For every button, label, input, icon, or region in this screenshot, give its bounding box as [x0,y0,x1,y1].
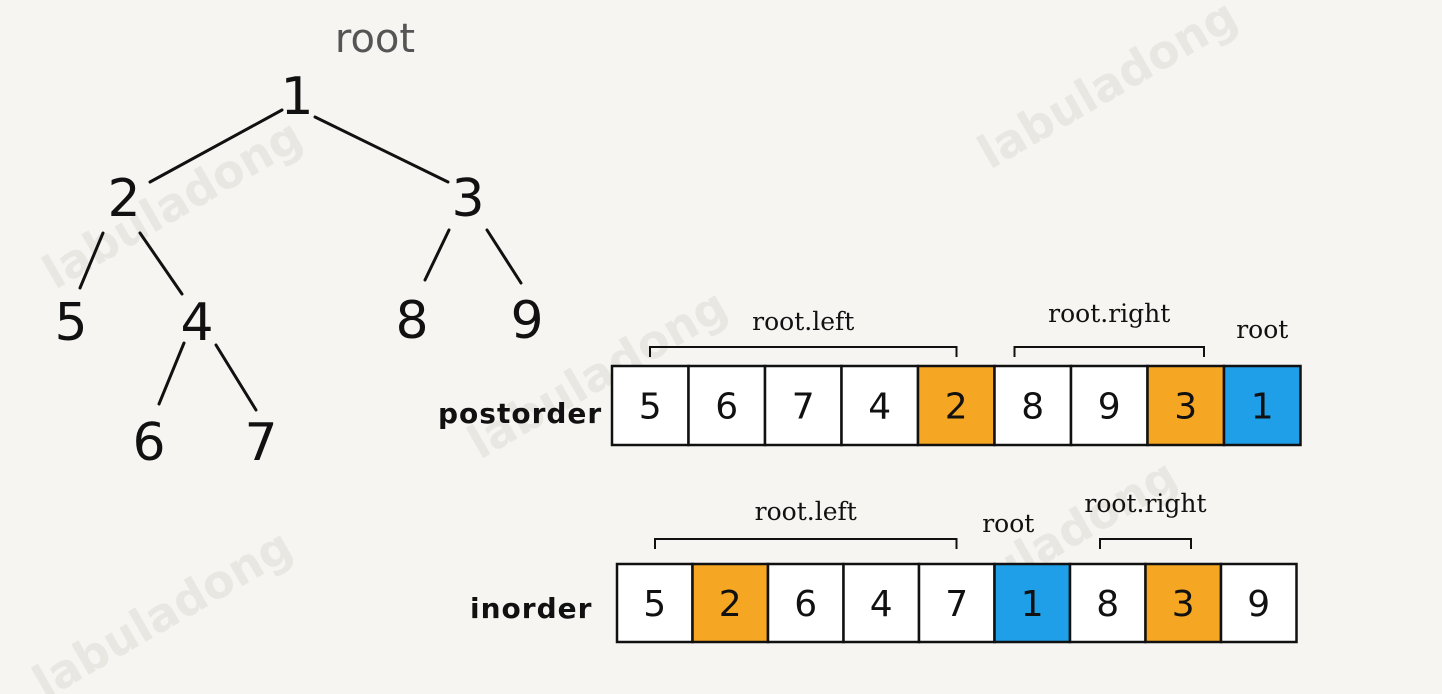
postorder-cell-0 [610,364,690,447]
postorder-label: postorder [438,397,602,430]
postorder-cell-3 [840,364,920,447]
tree-node-7: 7 [244,413,277,473]
postorder-bracket-1 [1013,346,1205,357]
inorder-cell-value-1: 2 [719,584,742,625]
tree-edge-n2-n4 [138,231,184,296]
inorder-bracket-0 [654,538,958,549]
postorder-bracket-0 [649,346,958,357]
tree-edge-n2-n5 [78,231,105,290]
watermark-2: labuladong [969,0,1247,180]
postorder-cells: 5 6 7 4 2 8 9 3 1 [610,364,1302,447]
inorder-cell-value-2: 6 [794,584,817,625]
postorder-cell-value-0: 5 [639,387,662,428]
postorder-cell-1 [687,364,767,447]
inorder-cell-1 [691,562,770,644]
tree-nodes: 1 2 3 5 4 8 9 6 7 [54,67,543,473]
inorder-cell-value-7: 3 [1172,584,1195,625]
tree-node-1: 1 [280,67,313,127]
binary-tree: root 1 2 3 5 4 8 9 6 7 [54,16,543,473]
inorder-group-label-0: root.left [755,497,857,526]
tree-edge-n4-n6 [157,341,186,406]
postorder-group-label-2: root [1236,315,1288,344]
inorder-cell-value-4: 7 [945,584,968,625]
inorder-cell-4 [917,562,996,644]
inorder-cell-0 [615,562,694,644]
tree-node-8: 8 [395,291,428,351]
postorder-cell-6 [1069,364,1149,447]
tree-edge-n3-n9 [485,228,523,285]
postorder-cell-value-2: 7 [792,387,815,428]
inorder-array: inorder root.left root root.right 5 2 6 4 7 1 8 3… [470,489,1298,644]
inorder-cell-value-3: 4 [870,584,893,625]
inorder-cell-2 [766,562,845,644]
inorder-group-label-1: root [982,509,1034,538]
tree-edge-n4-n7 [214,343,258,412]
tree-node-9: 9 [510,291,543,351]
inorder-cell-value-8: 9 [1247,584,1270,625]
inorder-cell-value-6: 8 [1096,584,1119,625]
postorder-cell-value-5: 8 [1021,387,1044,428]
tree-edge-n1-n3 [313,115,450,184]
tree-edge-n1-n2 [148,108,284,184]
inorder-label: inorder [470,592,592,625]
postorder-groups: root.left root.right root [649,299,1288,357]
inorder-cell-value-0: 5 [643,584,666,625]
inorder-cell-7 [1144,562,1223,644]
inorder-cell-value-5: 1 [1021,584,1044,625]
tree-node-6: 6 [132,413,165,473]
inorder-groups: root.left root root.right [654,489,1207,549]
tree-edges [78,108,523,412]
watermark-5: labuladong [24,518,302,694]
postorder-cell-4 [916,364,996,447]
tree-edge-n3-n8 [423,228,451,282]
tree-node-2: 2 [107,169,140,229]
postorder-cell-8 [1222,364,1302,447]
inorder-cells: 5 2 6 4 7 1 8 3 9 [615,562,1298,644]
postorder-array: postorder root.left root.right root 5 6 7 4 2 8… [438,299,1302,447]
postorder-group-label-1: root.right [1048,299,1170,328]
postorder-cell-value-3: 4 [868,387,891,428]
inorder-bracket-2 [1099,538,1192,549]
postorder-cell-value-6: 9 [1098,387,1121,428]
postorder-cell-2 [763,364,843,447]
inorder-cell-8 [1219,562,1298,644]
tree-root-label: root [335,16,415,62]
postorder-cell-7 [1146,364,1226,447]
tree-node-4: 4 [180,293,213,353]
postorder-cell-value-8: 1 [1251,387,1274,428]
tree-node-5: 5 [54,293,87,353]
inorder-cell-5 [993,562,1072,644]
watermark-1: labuladong [34,108,312,300]
postorder-group-label-0: root.left [752,307,854,336]
tree-node-3: 3 [451,169,484,229]
inorder-group-label-2: root.right [1084,489,1206,518]
postorder-cell-value-7: 3 [1174,387,1197,428]
postorder-cell-value-1: 6 [715,387,738,428]
postorder-cell-value-4: 2 [945,387,968,428]
